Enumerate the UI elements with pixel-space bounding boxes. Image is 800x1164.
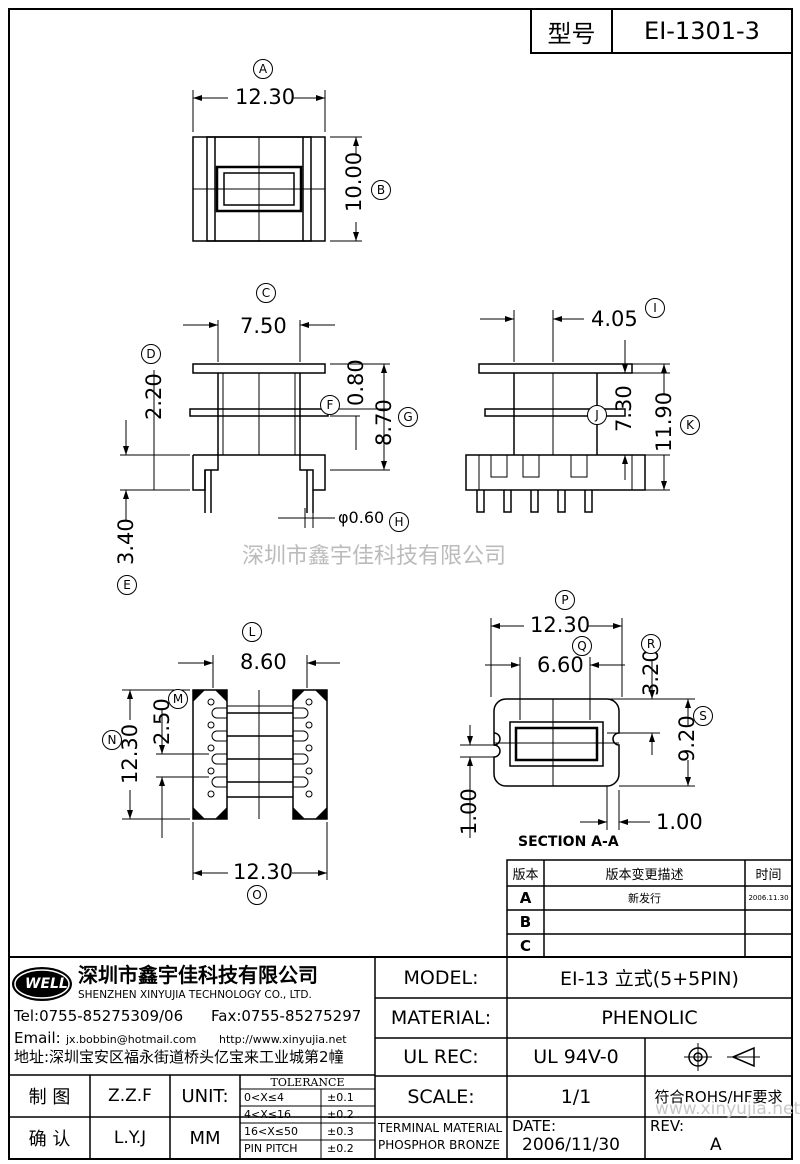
tolerance-value-4: ±0.2 <box>327 1142 354 1155</box>
unit-label: UNIT: <box>181 1085 229 1107</box>
marker-l: L <box>242 622 262 642</box>
company-logo <box>12 967 72 1001</box>
header-model-value: EI-1301-3 <box>644 17 760 45</box>
rev-row-c-rev: C <box>519 936 531 955</box>
marker-r: R <box>641 634 661 654</box>
tolerance-range-2: 4<X≤16 <box>244 1108 291 1121</box>
marker-e: E <box>117 575 137 595</box>
tolerance-value-3: ±0.3 <box>327 1125 354 1138</box>
unit-value: MM <box>189 1127 221 1149</box>
marker-i: I <box>645 298 665 318</box>
marker-q: Q <box>572 636 592 656</box>
dim-k-text: 11.90 <box>652 391 676 452</box>
rev-row-a-desc: 新发行 <box>628 892 661 905</box>
dim-q-text: 6.60 <box>537 653 584 677</box>
bottom-view <box>122 655 340 880</box>
draw-value: Z.Z.F <box>108 1086 152 1106</box>
dim-c-text: 7.50 <box>240 314 287 338</box>
company-tel: Tel:0755-85275309/06 <box>14 1007 184 1025</box>
tolerance-value-2: ±0.2 <box>327 1108 354 1121</box>
company-name-cn: 深圳市鑫宇佳科技有限公司 <box>78 963 318 987</box>
dim-t1-text: 1.00 <box>457 788 481 835</box>
marker-m: M <box>168 689 188 709</box>
section-label: SECTION A-A <box>518 834 619 850</box>
marker-p: P <box>555 590 575 610</box>
marker-d: D <box>141 344 161 364</box>
dim-o-text: 12.30 <box>233 860 294 884</box>
tolerance-title: TOLERANCE <box>270 1075 345 1089</box>
marker-g: G <box>398 407 418 427</box>
material-label: MATERIAL: <box>390 1007 492 1029</box>
tolerance-range-4: PIN PITCH <box>244 1142 298 1155</box>
marker-a: A <box>253 59 273 79</box>
marker-o: O <box>247 885 267 905</box>
company-name-en: SHENZHEN XINYUJIA TECHNOLOGY CO., LTD. <box>78 989 312 1001</box>
company-email-label: Email: <box>14 1029 61 1047</box>
dim-p-text: 12.30 <box>530 613 591 637</box>
dim-f-text: 0.80 <box>344 359 368 406</box>
terminal-material-label: TERMINAL MATERIAL <box>378 1121 503 1135</box>
check-label: 确 认 <box>28 1129 71 1150</box>
rev-row-a-rev: A <box>519 889 532 907</box>
tolerance-value-1: ±0.1 <box>327 1091 354 1104</box>
company-fax: Fax:0755-85275297 <box>211 1007 362 1025</box>
tolerance-range-1: 0<X≤4 <box>244 1091 284 1104</box>
marker-b: B <box>371 180 391 200</box>
marker-n: N <box>102 730 122 750</box>
marker-k: K <box>680 415 700 435</box>
company-email: jx.bobbin@hotmail.com <box>66 1033 197 1046</box>
section-view <box>460 618 695 838</box>
company-address: 地址:深圳宝安区福永街道桥头亿宝来工业城第2幢 <box>14 1048 344 1066</box>
marker-h: H <box>389 512 409 532</box>
dim-n-text: 12.30 <box>118 723 142 784</box>
watermark: 深圳市鑫宇佳科技有限公司 <box>242 544 507 569</box>
dim-i-text: 4.05 <box>591 307 638 331</box>
dim-t2-text: 1.00 <box>656 810 703 834</box>
projection-symbol-icon <box>684 1043 760 1071</box>
title-block-grid <box>9 956 792 1159</box>
ulrec-label: UL REC: <box>403 1046 479 1068</box>
rev-value: A <box>710 1135 722 1155</box>
model-label: MODEL: <box>403 966 479 989</box>
date-value: 2006/11/30 <box>522 1135 620 1155</box>
dim-h-text: φ0.60 <box>338 508 385 527</box>
side-view <box>465 310 670 513</box>
dim-e-text: 3.40 <box>114 518 138 565</box>
header-model-label: 型号 <box>547 19 596 48</box>
tolerance-range-3: 16<X≤50 <box>244 1125 298 1138</box>
draw-label: 制 图 <box>28 1087 71 1108</box>
rev-header-time: 时间 <box>755 867 782 883</box>
rev-label: REV: <box>650 1117 684 1135</box>
material-value: PHENOLIC <box>601 1007 698 1029</box>
rev-header-version: 版本 <box>512 867 539 883</box>
watermark-url: www.xinyujia.net <box>655 1099 800 1119</box>
terminal-material-value: PHOSPHOR BRONZE <box>378 1138 500 1152</box>
scale-label: SCALE: <box>407 1085 475 1108</box>
marker-c: C <box>256 283 276 303</box>
scale-value: 1/1 <box>560 1085 592 1108</box>
company-web: http://www.xinyujia.net <box>219 1033 347 1046</box>
ulrec-value: UL 94V-0 <box>533 1046 619 1068</box>
dim-d-text: 2.20 <box>142 373 166 420</box>
rev-row-b-rev: B <box>519 913 532 931</box>
dim-l-text: 8.60 <box>240 650 287 674</box>
top-view <box>192 90 362 242</box>
logo-text: WELL <box>25 976 68 992</box>
dim-a-text: 12.30 <box>235 85 296 109</box>
dim-j-text: 7.30 <box>612 385 636 432</box>
date-label: DATE: <box>512 1117 557 1135</box>
marker-s: S <box>693 706 713 726</box>
check-value: L.Y.J <box>113 1128 147 1148</box>
rev-header-desc: 版本变更描述 <box>605 867 684 883</box>
marker-j: J <box>587 405 607 425</box>
rev-row-a-date: 2006.11.30 <box>748 894 789 902</box>
dim-b-text: 10.00 <box>342 151 366 212</box>
dim-g-text: 8.70 <box>372 399 396 446</box>
dim-r-text: 3.20 <box>639 649 663 696</box>
model-value: EI-13 立式(5+5PIN) <box>560 968 739 990</box>
rohs-note: 符合ROHS/HF要求 <box>654 1088 783 1106</box>
marker-f: F <box>320 395 340 415</box>
